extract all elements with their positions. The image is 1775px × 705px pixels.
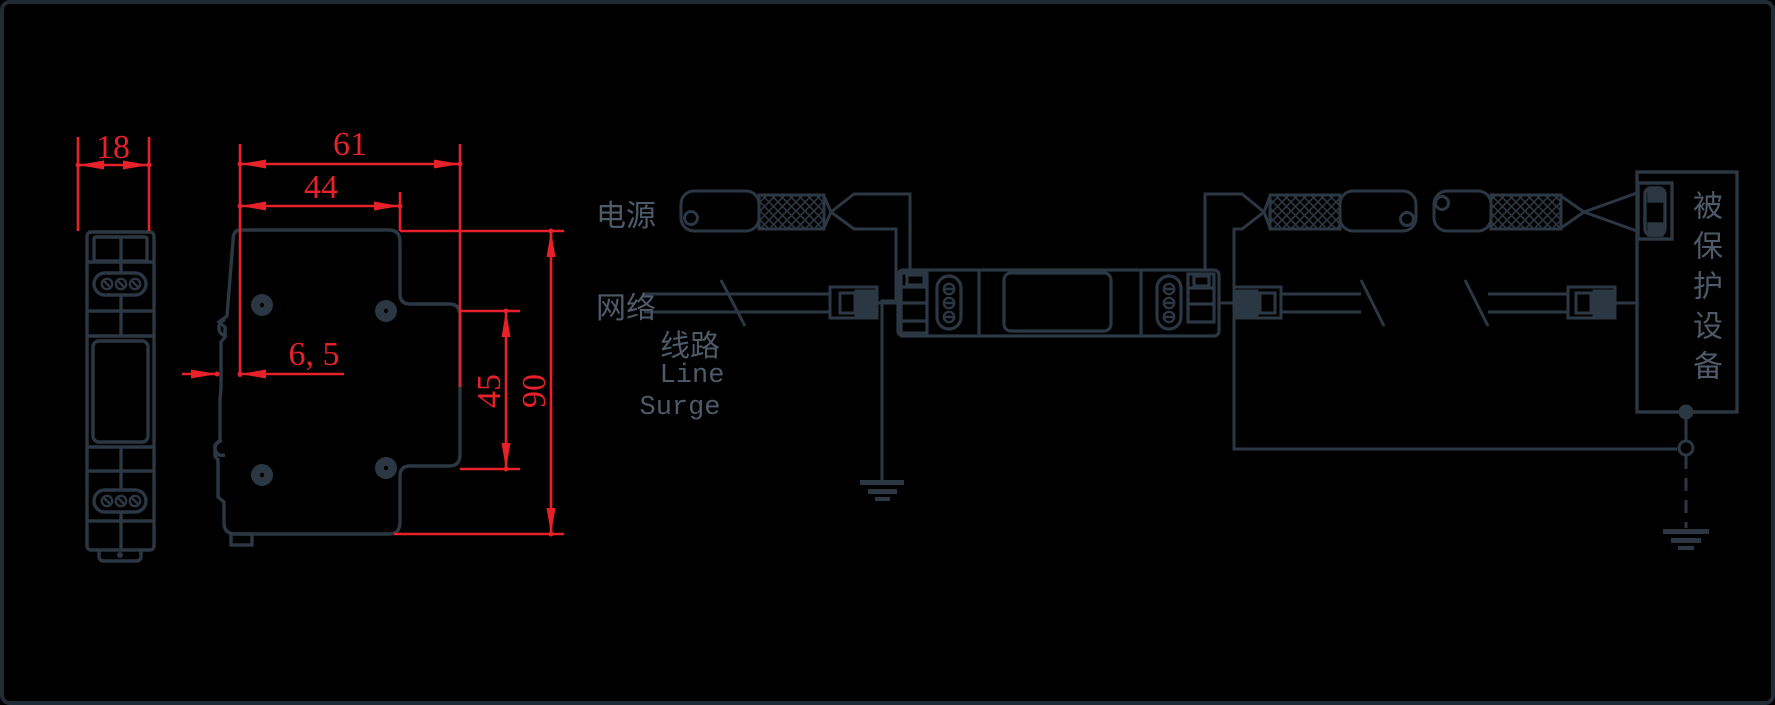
front-view-terminal-screws [100, 277, 142, 558]
dim-label-18: 18 [96, 129, 130, 166]
power-cable-left [679, 189, 912, 480]
ground-path-right [1677, 404, 1695, 528]
dimension-arrowheads [75, 159, 556, 537]
power-cable-right [1203, 189, 1677, 451]
network-line-en-label: Line [659, 361, 725, 391]
network-label: 网络 [596, 292, 656, 325]
side-view-screws [251, 294, 397, 486]
dim-label-90: 90 [516, 374, 553, 408]
front-view-outline [85, 230, 156, 563]
network-line-zh-label: 线路 [660, 330, 720, 363]
side-view-outline [213, 228, 462, 547]
dim-label-44: 44 [304, 169, 338, 206]
ground-symbol-left [860, 480, 904, 501]
network-cable-right [1219, 279, 1637, 327]
dim-label-45: 45 [471, 374, 508, 408]
ground-symbol-right [1663, 529, 1709, 550]
diagram-line-art [75, 137, 1739, 563]
dim-label-6-5: 6, 5 [288, 336, 340, 373]
dim-label-61: 61 [333, 126, 367, 163]
network-cable-left [644, 279, 898, 327]
protected-device-label: 被保护设备 [1688, 190, 1721, 390]
spd-terminal-screws [942, 282, 1176, 324]
power-label: 电源 [596, 200, 656, 233]
network-surge-label: Surge [639, 393, 721, 423]
